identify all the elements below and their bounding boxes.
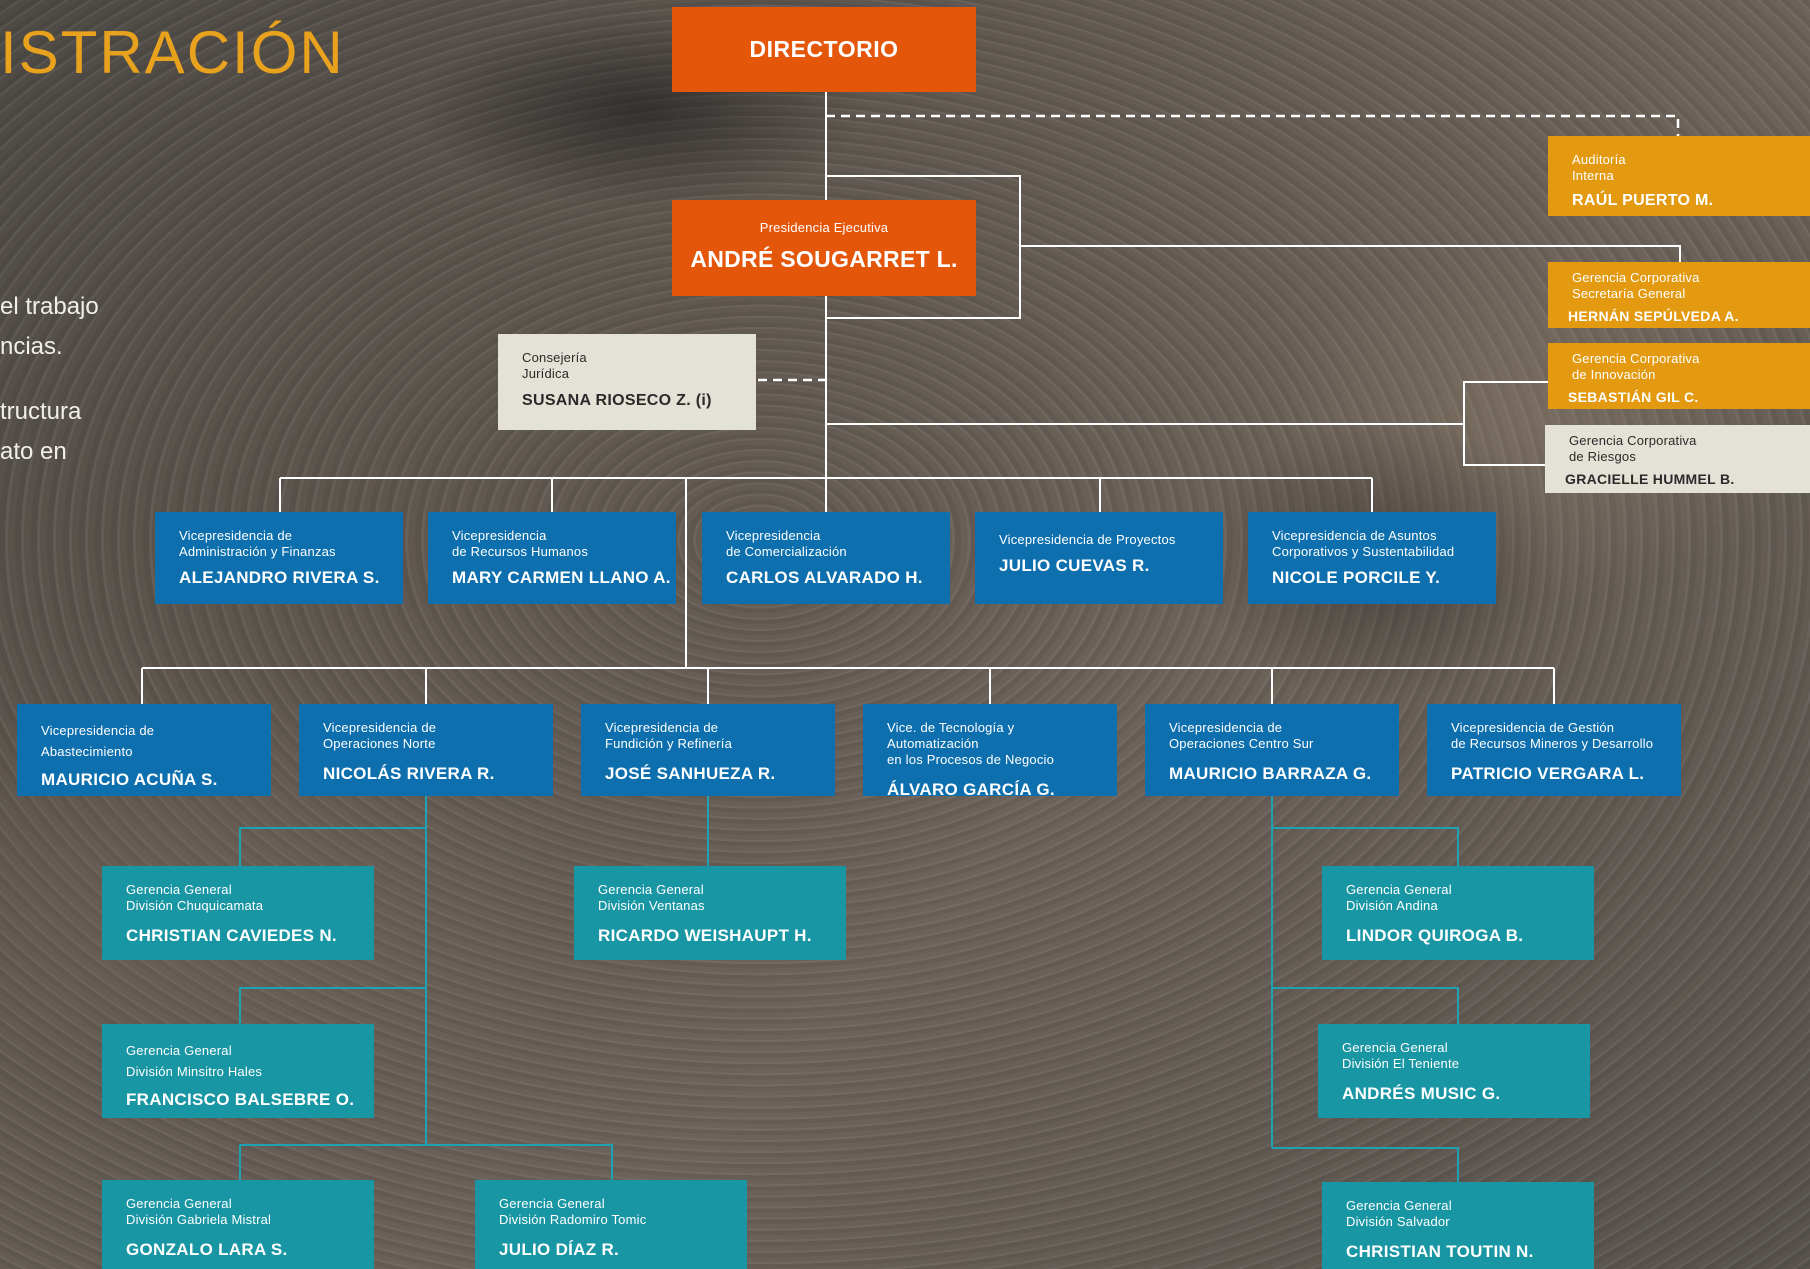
division-ventanas-node: Gerencia General División Ventanas RICAR… [574, 866, 846, 960]
vp-title: Vicepresidencia de Proyectos [999, 532, 1176, 547]
board-label: DIRECTORIO [749, 36, 899, 62]
innovation-name: SEBASTIÁN GIL C. [1568, 389, 1699, 405]
division-name: CHRISTIAN TOUTIN N. [1346, 1242, 1534, 1261]
vp-title: Vicepresidencia de Gestión de Recursos M… [1451, 720, 1654, 751]
vp-title: Vicepresidencia de Comercialización [726, 528, 847, 559]
vp-name: MAURICIO ACUÑA S. [41, 770, 218, 789]
vp-corporate-affairs-node: Vicepresidencia de Asuntos Corporativos … [1248, 512, 1496, 604]
vp-title: Vicepresidencia de Fundición y Refinería [605, 720, 733, 751]
division-name: JULIO DÍAZ R. [499, 1240, 620, 1259]
internal-audit-node: Auditoría Interna RAÚL PUERTO M. [1548, 136, 1810, 216]
division-title: Gerencia General División Salvador [1346, 1198, 1452, 1229]
division-title: Gerencia General División Andina [1346, 882, 1452, 913]
division-name: LINDOR QUIROGA B. [1346, 926, 1524, 945]
vp-human-resources-node: Vicepresidencia de Recursos Humanos MARY… [428, 512, 676, 604]
division-name: FRANCISCO BALSEBRE O. [126, 1090, 355, 1109]
division-salvador-node: Gerencia General División Salvador CHRIS… [1322, 1182, 1594, 1269]
vp-name: JOSÉ SANHUEZA R. [605, 764, 776, 783]
vp-technology-automation-node: Vice. de Tecnología y Automatización en … [863, 704, 1117, 799]
innovation-node: Gerencia Corporativa de Innovación SEBAS… [1548, 343, 1810, 409]
internal-audit-name: RAÚL PUERTO M. [1572, 192, 1714, 209]
division-chuquicamata-node: Gerencia General División Chuquicamata C… [102, 866, 374, 960]
vp-name: ÁLVARO GARCÍA G. [887, 780, 1055, 799]
division-name: RICARDO WEISHAUPT H. [598, 926, 812, 945]
board-node: DIRECTORIO [672, 7, 976, 92]
division-andina-node: Gerencia General División Andina LINDOR … [1322, 866, 1594, 960]
vp-smelting-refining-node: Vicepresidencia de Fundición y Refinería… [581, 704, 835, 796]
division-radomiro-tomic-node: Gerencia General División Radomiro Tomic… [475, 1180, 747, 1269]
division-ministro-hales-node: Gerencia General División Minsitro Hales… [102, 1024, 374, 1118]
general-secretary-title: Gerencia Corporativa Secretaría General [1572, 270, 1700, 301]
division-name: ANDRÉS MUSIC G. [1342, 1084, 1501, 1103]
vp-name: ALEJANDRO RIVERA S. [179, 568, 380, 587]
risk-name: GRACIELLE HUMMEL B. [1565, 471, 1735, 487]
legal-counsel-name: SUSANA RIOSECO Z. (i) [522, 392, 712, 409]
division-el-teniente-node: Gerencia General División El Teniente AN… [1318, 1024, 1590, 1118]
division-title: Gerencia General División Radomiro Tomic [499, 1196, 647, 1227]
vp-north-operations-node: Vicepresidencia de Operaciones Norte NIC… [299, 704, 553, 796]
legal-counsel-node: Consejería Jurídica SUSANA RIOSECO Z. (i… [498, 334, 756, 430]
intro-text-fragment-2: tructura ato en [0, 398, 82, 465]
division-title: Gerencia General División El Teniente [1342, 1040, 1460, 1071]
intro-text-fragment: el trabajo ncias. [0, 293, 99, 360]
vp-title: Vicepresidencia de Abastecimiento [41, 723, 155, 759]
vp-name: NICOLE PORCILE Y. [1272, 568, 1441, 587]
ceo-title: Presidencia Ejecutiva [759, 220, 889, 235]
division-name: CHRISTIAN CAVIEDES N. [126, 926, 337, 945]
ceo-name: ANDRÉ SOUGARRET L. [690, 246, 958, 272]
division-name: GONZALO LARA S. [126, 1240, 288, 1259]
risk-node: Gerencia Corporativa de Riesgos GRACIELL… [1545, 425, 1810, 493]
general-secretary-node: Gerencia Corporativa Secretaría General … [1548, 262, 1810, 328]
page-title: ISTRACIÓN [0, 19, 345, 86]
vp-procurement-node: Vicepresidencia de Abastecimiento MAURIC… [17, 704, 271, 796]
vp-title: Vicepresidencia de Operaciones Centro Su… [1169, 720, 1314, 751]
ceo-node: Presidencia Ejecutiva ANDRÉ SOUGARRET L. [672, 200, 976, 296]
vp-mining-resources-node: Vicepresidencia de Gestión de Recursos M… [1427, 704, 1681, 796]
vp-admin-finance-node: Vicepresidencia de Administración y Fina… [155, 512, 403, 604]
risk-title: Gerencia Corporativa de Riesgos [1569, 433, 1697, 464]
vp-name: NICOLÁS RIVERA R. [323, 764, 495, 783]
vp-title: Vicepresidencia de Administración y Fina… [179, 528, 336, 559]
division-title: Gerencia General División Gabriela Mistr… [126, 1196, 272, 1227]
vp-name: MARY CARMEN LLANO A. [452, 568, 671, 587]
division-title: Gerencia General División Chuquicamata [126, 882, 264, 913]
division-title: Gerencia General División Ventanas [598, 882, 705, 913]
vp-title: Vicepresidencia de Asuntos Corporativos … [1272, 528, 1455, 559]
vp-title: Vicepresidencia de Operaciones Norte [323, 720, 437, 751]
vp-title: Vice. de Tecnología y Automatización en … [887, 720, 1055, 767]
division-gabriela-mistral-node: Gerencia General División Gabriela Mistr… [102, 1180, 374, 1269]
vp-name: CARLOS ALVARADO H. [726, 568, 923, 587]
general-secretary-name: HERNÁN SEPÚLVEDA A. [1568, 308, 1739, 324]
vp-name: MAURICIO BARRAZA G. [1169, 764, 1372, 783]
innovation-title: Gerencia Corporativa de Innovación [1572, 351, 1700, 382]
vp-commercial-node: Vicepresidencia de Comercialización CARL… [702, 512, 950, 604]
division-title: Gerencia General División Minsitro Hales [126, 1043, 263, 1079]
vp-name: PATRICIO VERGARA L. [1451, 764, 1645, 783]
vp-title: Vicepresidencia de Recursos Humanos [452, 528, 589, 559]
vp-south-central-operations-node: Vicepresidencia de Operaciones Centro Su… [1145, 704, 1399, 796]
vp-projects-node: Vicepresidencia de Proyectos JULIO CUEVA… [975, 512, 1223, 604]
legal-counsel-title: Consejería Jurídica [522, 350, 587, 381]
internal-audit-title: Auditoría Interna [1572, 152, 1626, 183]
vp-name: JULIO CUEVAS R. [999, 556, 1150, 575]
